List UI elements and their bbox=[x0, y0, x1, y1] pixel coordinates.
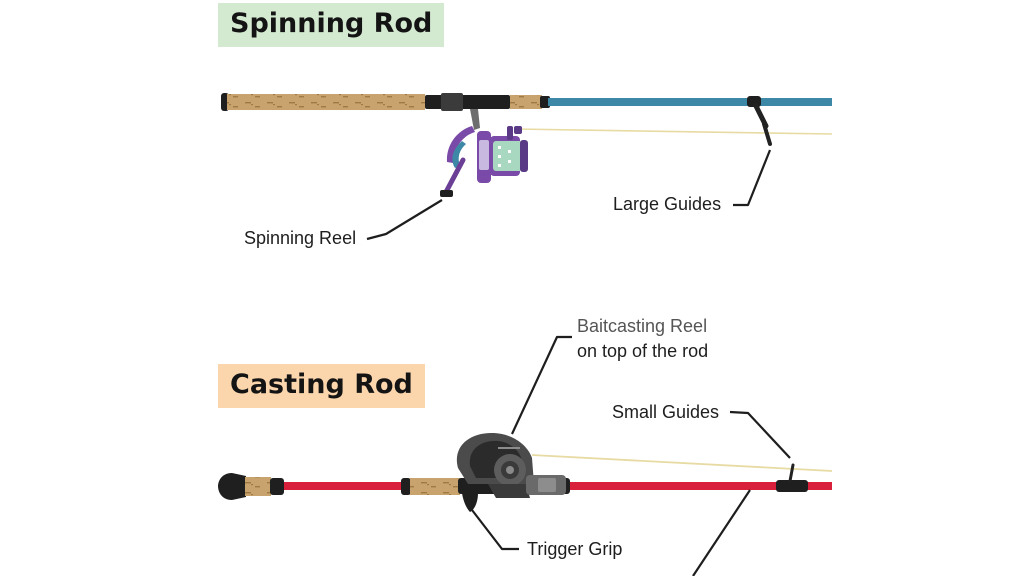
spinning-rod-cork-handle bbox=[227, 94, 425, 110]
casting-rod-blank bbox=[570, 482, 832, 490]
casting-rod-rear-blank bbox=[284, 482, 404, 490]
casting-rod-front-collar bbox=[401, 478, 411, 495]
small-guides-leader bbox=[729, 410, 791, 459]
spinning-reel-leader bbox=[366, 199, 443, 241]
casting-rod-title: Casting Rod bbox=[218, 364, 425, 408]
casting-rod-fore-grip bbox=[410, 478, 460, 495]
casting-rod-rear-collar bbox=[270, 478, 284, 495]
spinning-rod-winding-check bbox=[540, 96, 550, 108]
large-guides-label: Large Guides bbox=[613, 194, 722, 214]
trigger-grip-label: Trigger Grip bbox=[527, 539, 623, 559]
small-guides-label: Small Guides bbox=[612, 402, 720, 422]
baitcasting-reel-label-line2: on top of the rod bbox=[577, 341, 709, 361]
spinning-fishing-line bbox=[514, 128, 833, 135]
spinning-reel-label: Spinning Reel bbox=[244, 228, 357, 248]
baitcasting-reel-leader bbox=[511, 335, 572, 435]
casting-fishing-line bbox=[531, 454, 833, 472]
spinning-rod bbox=[221, 93, 833, 197]
baitcasting-reel-label: Baitcasting Reel bbox=[577, 316, 708, 336]
spinning-reel-seat bbox=[425, 95, 510, 109]
trigger-grip-leader bbox=[471, 509, 519, 551]
extra-leader bbox=[692, 489, 751, 576]
spinning-rod-fore-grip bbox=[510, 95, 542, 109]
spinning-rod-title: Spinning Rod bbox=[218, 3, 445, 47]
casting-rod bbox=[218, 432, 833, 512]
casting-rod-butt-knob bbox=[218, 473, 246, 500]
casting-trigger bbox=[462, 493, 478, 512]
spinning-large-guide bbox=[747, 96, 772, 146]
spinning-rod-blank bbox=[548, 98, 832, 106]
casting-small-guide bbox=[776, 463, 808, 492]
spinning-reel bbox=[440, 109, 528, 197]
baitcasting-reel bbox=[456, 432, 566, 498]
spinning-reel-seat-ring bbox=[441, 93, 463, 111]
casting-rod-rear-grip bbox=[245, 477, 271, 496]
large-guides-leader bbox=[733, 149, 772, 207]
